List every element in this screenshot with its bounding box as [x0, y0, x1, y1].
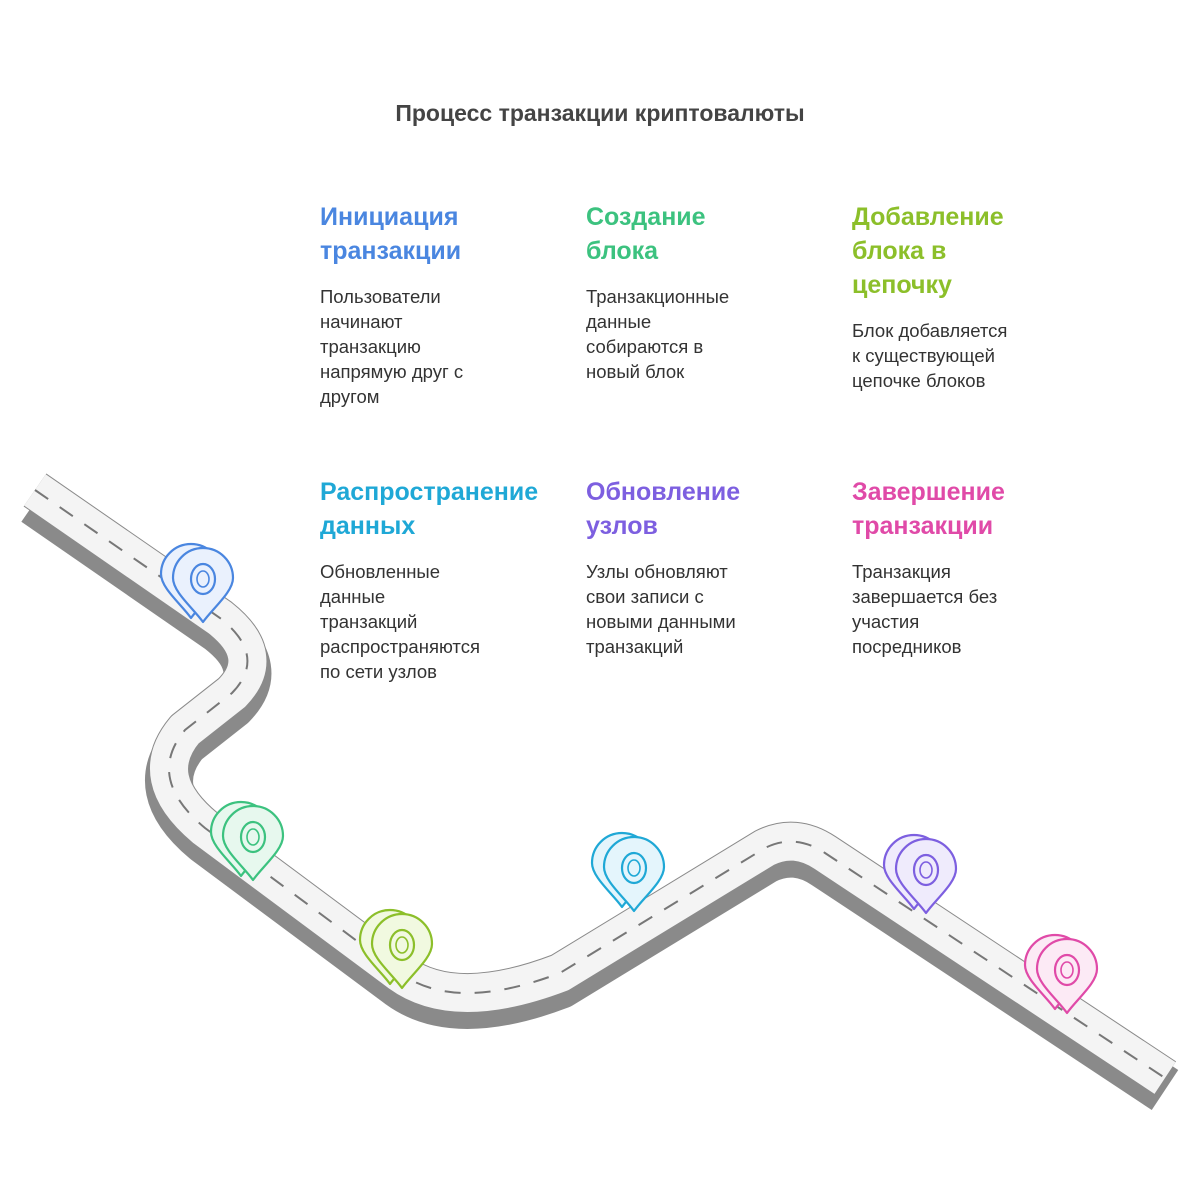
step-description: Транзакция завершается без участия посре… — [852, 561, 998, 657]
step-block-creation: Создание блока Транзакционные данные соб… — [586, 200, 826, 384]
location-pin-icon — [590, 831, 666, 913]
step-transaction-completion: Завершение транзакции Транзакция заверша… — [852, 475, 1092, 659]
step-title: Добавление блока в цепочку — [852, 203, 1004, 299]
pin-ring-shape — [1053, 953, 1081, 987]
location-pin-icon — [358, 908, 434, 990]
pin-body-shape — [171, 546, 235, 624]
pin-body-shape — [221, 804, 285, 882]
location-pin-icon — [1023, 933, 1099, 1015]
pin-body-shape — [1035, 937, 1099, 1015]
pin-hole-shape — [246, 828, 260, 846]
road-center-line — [34, 489, 1166, 1079]
location-pin-icon — [882, 833, 958, 915]
step-description: Блок добавляется к существующей цепочке … — [852, 320, 1008, 391]
pin-ring-shape — [912, 853, 940, 887]
pin-ring-shape — [388, 928, 416, 962]
pin-ring-shape — [189, 562, 217, 596]
location-pin-icon — [209, 800, 285, 882]
winding-road — [21, 473, 1179, 1111]
pin-ring-shape — [239, 820, 267, 854]
step-node-update: Обновление узлов Узлы обновляют свои зап… — [586, 475, 826, 659]
step-transaction-initiation: Инициация транзакции Пользователи начина… — [320, 200, 560, 409]
step-description: Пользователи начинают транзакцию напряму… — [320, 286, 464, 407]
step-title: Создание блока — [586, 203, 706, 265]
step-title: Завершение транзакции — [852, 478, 1005, 540]
step-data-propagation: Распространение данных Обновленные данны… — [320, 475, 560, 684]
location-pin-icon — [159, 542, 235, 624]
pin-hole-shape — [919, 861, 933, 879]
step-description: Обновленные данные транзакций распростра… — [320, 561, 480, 682]
step-add-block-to-chain: Добавление блока в цепочку Блок добавляе… — [852, 200, 1092, 393]
location-markers — [159, 542, 1099, 1015]
step-title: Распространение данных — [320, 478, 539, 540]
step-description: Транзакционные данные собираются в новый… — [586, 286, 730, 382]
step-title: Обновление узлов — [586, 478, 741, 540]
step-title: Инициация транзакции — [320, 203, 462, 265]
pin-hole-shape — [196, 570, 210, 588]
step-description: Узлы обновляют свои записи с новыми данн… — [586, 561, 736, 657]
pin-body-shape — [602, 835, 666, 913]
pin-body-shape — [894, 837, 958, 915]
pin-hole-shape — [627, 859, 641, 877]
pin-hole-shape — [1060, 961, 1074, 979]
pin-hole-shape — [395, 936, 409, 954]
pin-body-shape — [370, 912, 434, 990]
pin-ring-shape — [620, 851, 648, 885]
diagram-title: Процесс транзакции криптовалюты — [395, 100, 805, 126]
